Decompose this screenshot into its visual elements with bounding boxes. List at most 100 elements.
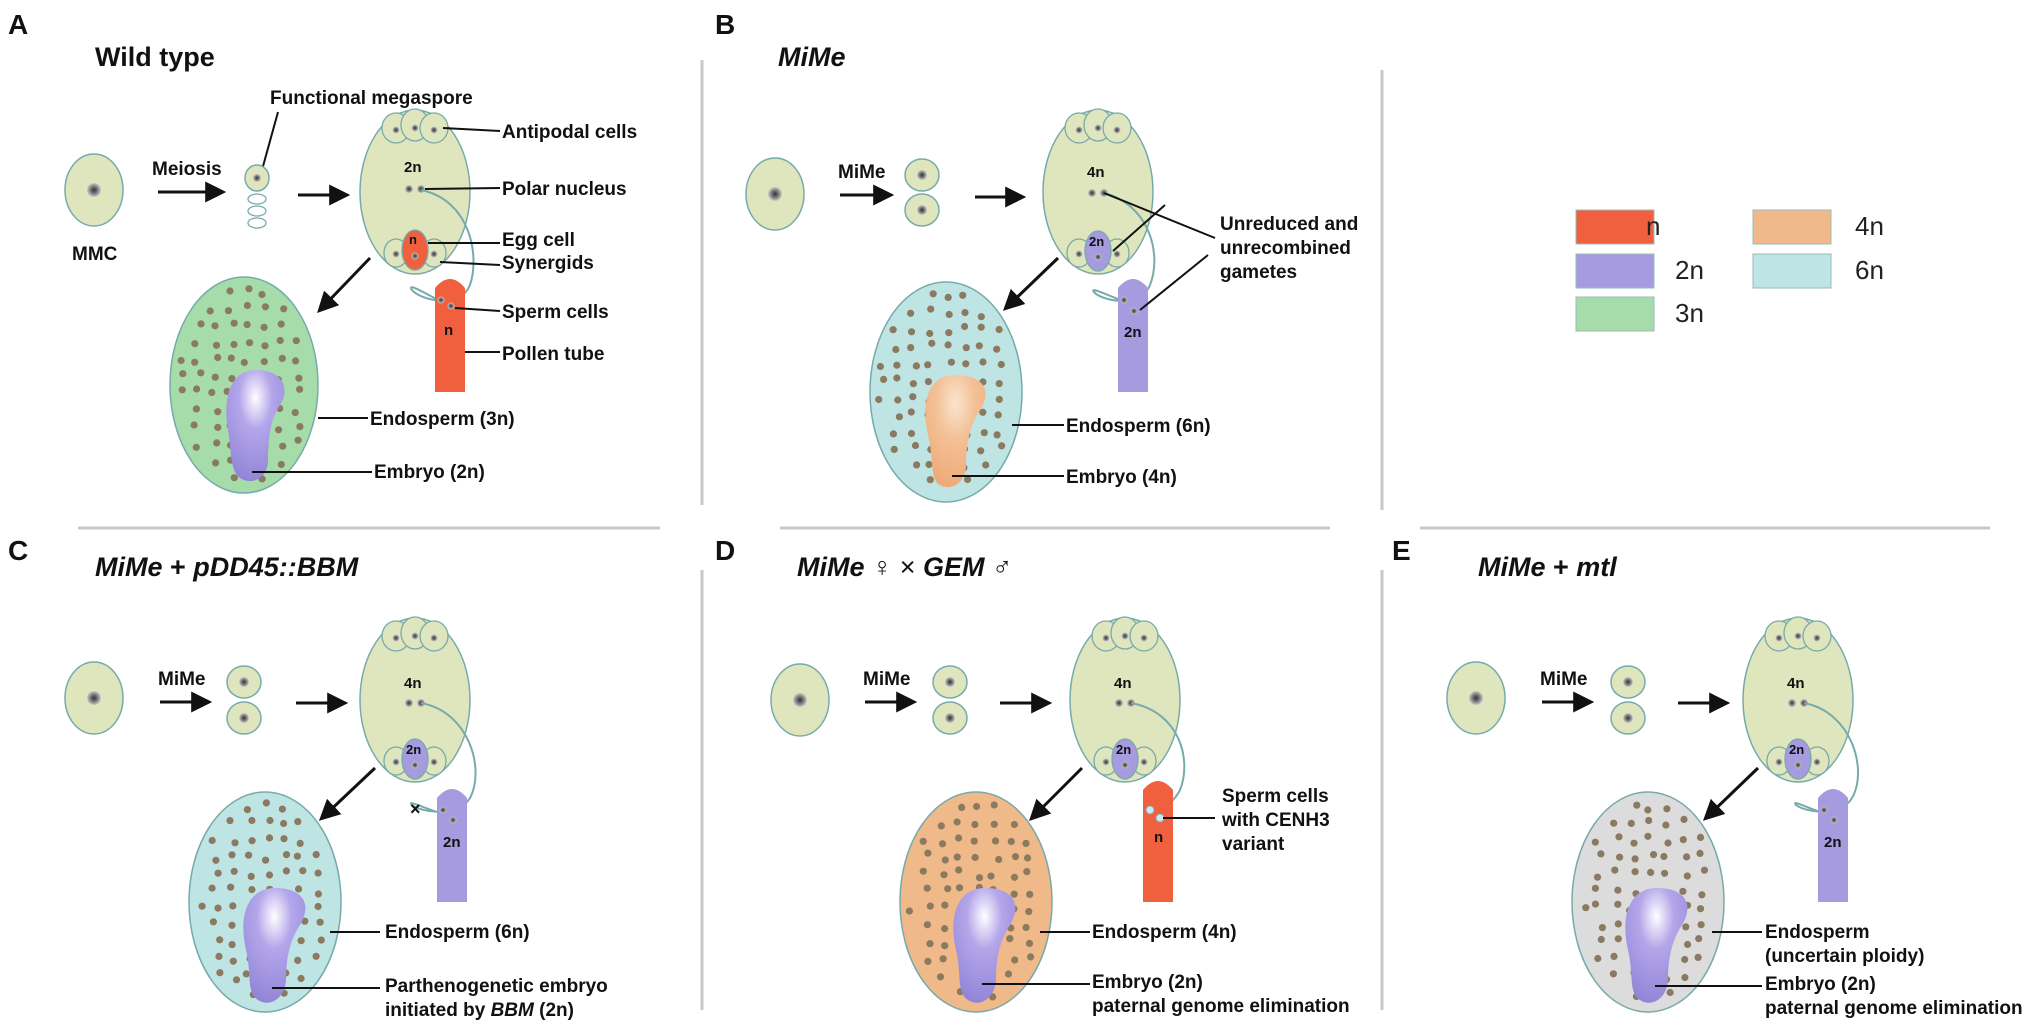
endosperm-nucleus [190,421,198,429]
endosperm-nucleus [912,362,921,370]
endosperm-nucleus [1683,853,1691,861]
endosperm-nucleus [925,460,933,469]
svg-text:2n: 2n [406,742,421,757]
endosperm-nucleus [955,884,964,892]
endosperm-nucleus [294,818,302,826]
endosperm-nucleus [1011,956,1019,964]
endosperm-nucleus [248,886,256,894]
seed [899,791,1053,1013]
endosperm-nucleus [214,408,222,416]
endosperm-nucleus [295,885,303,893]
endosperm-nucleus [260,323,268,331]
endosperm-nucleus [941,901,949,909]
endosperm-nucleus [1591,838,1599,846]
endosperm-nucleus [314,902,322,911]
endosperm-nucleus [880,375,888,383]
seed [869,281,1023,503]
endosperm-nucleus [982,461,990,469]
endosperm-nucleus [955,834,963,842]
endosperm-nucleus [938,840,947,848]
svg-text:Sperm cells: Sperm cells [502,302,609,323]
endosperm-nucleus [927,305,935,313]
endosperm-nucleus [230,867,238,875]
legend-swatch-6n [1752,253,1832,289]
endosperm-nucleus [980,429,988,437]
endosperm-nucleus [1616,853,1624,861]
endosperm-nucleus [292,337,300,345]
panel-c: C MiMe + pDD45::BBM MiMe 4n [8,535,608,1021]
panel-b: B MiMe MiMe 4n [715,9,1358,503]
svg-text:paternal genome elimination: paternal genome elimination [1765,998,2023,1019]
endosperm-nucleus [971,853,979,862]
endosperm-nucleus [907,309,915,317]
endosperm-nucleus [944,341,952,349]
embryo-sac: 4n 2n [1742,616,1859,816]
endosperm-nucleus [227,883,235,891]
endosperm-nucleus [939,955,947,963]
endosperm-nucleus [1024,854,1032,862]
panel-letter: B [715,9,735,40]
endosperm-nucleus [973,802,981,811]
endosperm-nucleus [208,836,216,845]
endosperm-nucleus [970,837,978,845]
endosperm-nucleus [1023,868,1031,876]
endosperm-nucleus [926,476,934,484]
endosperm-nucleus [895,413,904,421]
legend: n 4n 2n 6n 3n [1575,209,1884,332]
endosperm-nucleus [924,957,932,966]
svg-text:4n: 4n [1087,164,1105,181]
endosperm-nucleus [1614,935,1622,943]
endosperm-nucleus [923,921,932,929]
endosperm-nucleus [197,369,205,377]
svg-text:MiMe + pDD45::BBM: MiMe + pDD45::BBM [95,552,359,582]
arrow [317,256,372,314]
panel-a: A Wild type MMC Meiosis Functional megas… [8,9,637,494]
endosperm-nucleus [314,869,322,877]
embryo-sac: 4n 2n [1069,616,1186,809]
svg-text:2n: 2n [1789,742,1804,757]
endosperm-nucleus [212,341,221,349]
endosperm-nucleus [1666,988,1674,997]
endosperm-nucleus [193,385,201,393]
endosperm-nucleus [955,866,963,874]
endosperm-nucleus [971,820,979,829]
endosperm-nucleus [248,837,256,845]
endosperm-nucleus [247,872,255,881]
endosperm-nucleus [1594,954,1602,963]
svg-text:4n: 4n [1787,675,1805,692]
endosperm-nucleus [993,345,1001,353]
svg-text:4n: 4n [404,675,422,692]
endosperm-nucleus [1598,924,1606,932]
endosperm-nucleus [291,409,299,417]
endosperm-nucleus [209,918,217,926]
svg-text:Embryo (2n): Embryo (2n) [1765,974,1876,995]
endosperm-nucleus [953,853,961,861]
endosperm-nucleus [280,819,288,828]
endosperm-nucleus [924,378,933,386]
endosperm-nucleus [876,362,885,371]
endosperm-nucleus [211,322,219,330]
endosperm-nucleus [192,405,200,413]
degenerate-megaspore [247,205,267,217]
endosperm-nucleus [1631,868,1639,876]
endosperm-nucleus [208,884,216,892]
endosperm-nucleus [893,361,901,369]
endosperm-nucleus [245,851,253,859]
endosperm-nucleus [224,307,233,315]
legend-swatch-2n [1575,253,1655,289]
endosperm-nucleus [919,867,927,875]
endosperm-nucleus [924,361,932,369]
degenerate-megaspore [247,193,267,205]
endosperm-nucleus [913,461,921,469]
endosperm-nucleus [1610,952,1618,961]
endosperm-nucleus [192,443,200,451]
endosperm-nucleus [907,429,916,438]
endosperm-nucleus [953,818,961,826]
endosperm-nucleus [907,408,915,416]
endosperm-nucleus [206,307,214,315]
endosperm-nucleus [265,871,274,879]
endosperm-nucleus [278,805,286,813]
endosperm-nucleus [280,835,288,843]
endosperm-nucleus [995,855,1003,864]
embryo-label: Embryo (2n) [374,462,485,483]
